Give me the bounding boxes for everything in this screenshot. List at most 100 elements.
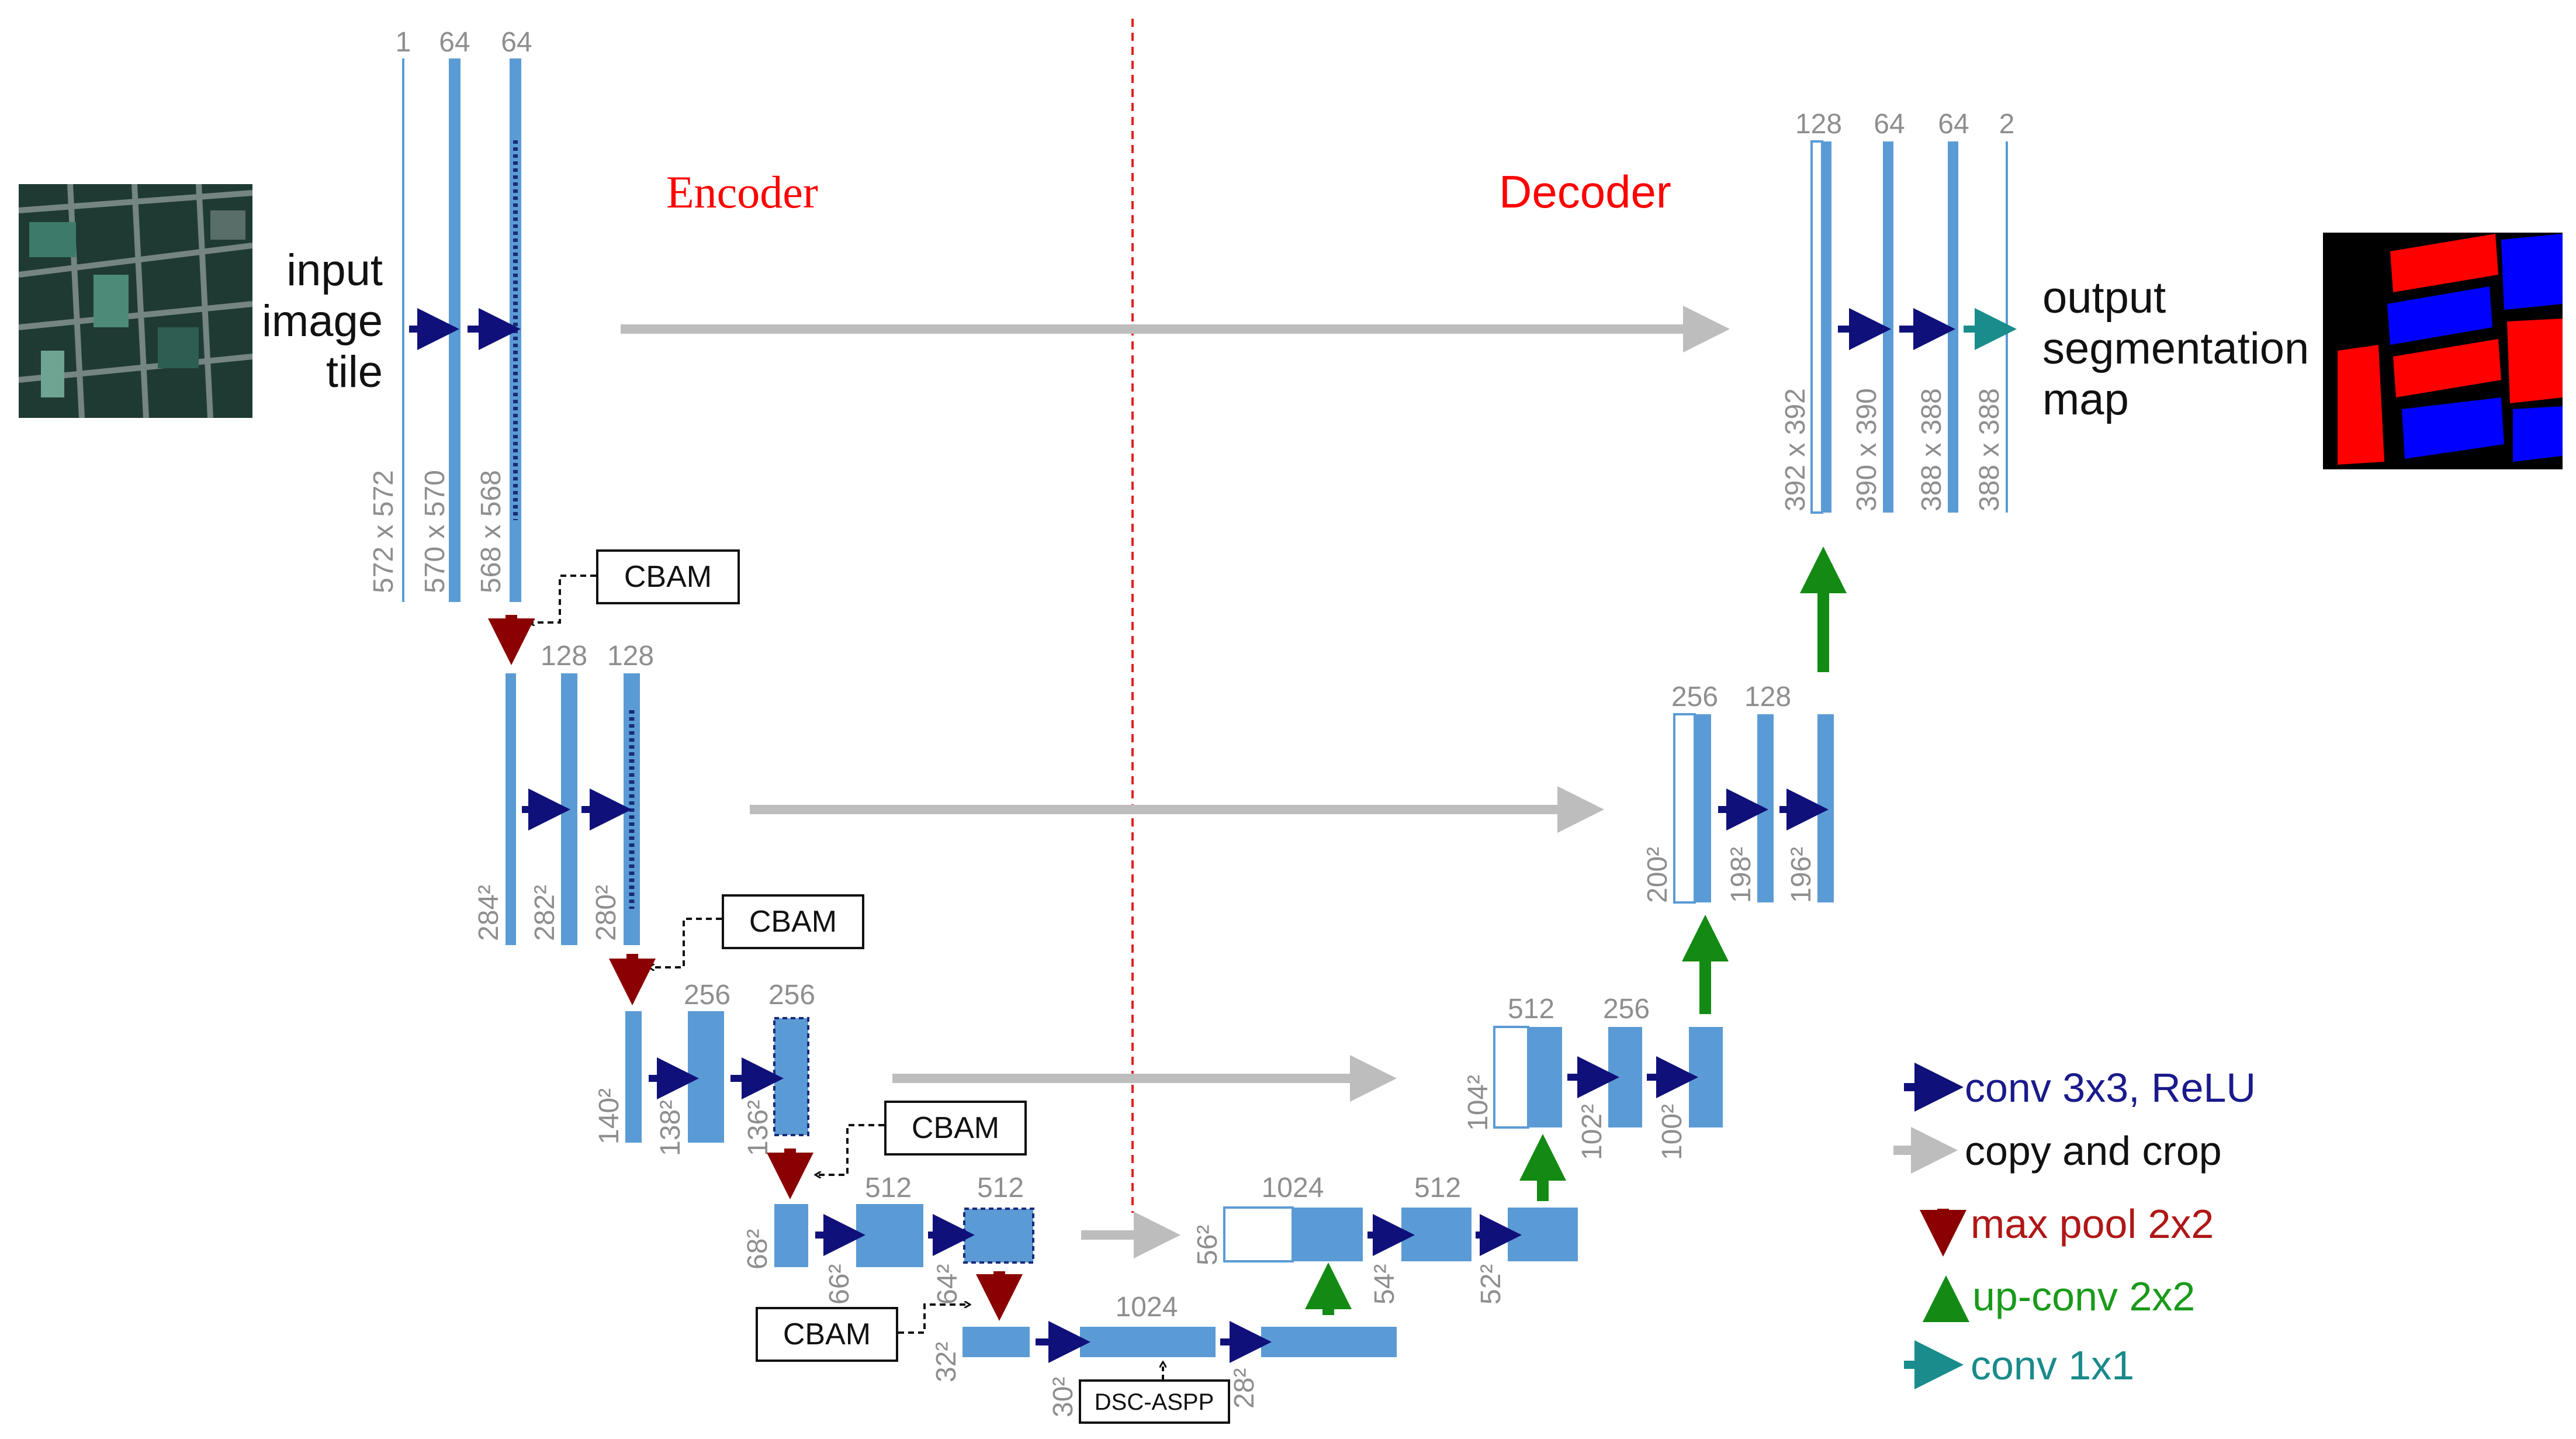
input-label-line-2: image: [262, 296, 383, 346]
dsc-aspp-box: [1079, 1379, 1230, 1424]
channel-label: 64: [1874, 109, 1905, 140]
cbam-box: [722, 894, 864, 949]
channel-label: 512: [865, 1172, 912, 1203]
size-label: 100²: [1657, 1104, 1688, 1160]
feature-map: [1883, 141, 1893, 513]
cbam-dashed-arrow: [529, 575, 596, 622]
cropped-feature-map: [1673, 713, 1696, 904]
decoder-level-2: 256 128 200² 198² 196²: [1642, 682, 1834, 904]
feature-map: [1401, 1208, 1471, 1261]
channel-label: 2: [1999, 109, 2015, 140]
channel-label: 64: [439, 27, 470, 58]
cbam-module-4: CBAM: [756, 1305, 970, 1362]
feature-map: [625, 1011, 642, 1143]
cbam-label: CBAM: [749, 905, 837, 939]
legend-label: copy and crop: [1965, 1128, 2222, 1174]
channel-label: 256: [1603, 994, 1650, 1025]
size-label: 196²: [1786, 847, 1817, 903]
size-label: 138²: [655, 1100, 686, 1156]
channel-label: 1024: [1262, 1172, 1324, 1203]
input-label-line-3: tile: [326, 347, 383, 397]
size-label: 32²: [931, 1342, 962, 1382]
legend-item: conv 1x1: [1904, 1340, 2134, 1389]
feature-map: [505, 673, 516, 945]
legend-item: conv 3x3, ReLU: [1904, 1063, 2256, 1112]
cbam-box: [884, 1101, 1027, 1156]
size-label: 388 x 388: [1916, 388, 1947, 511]
output-label-line-2: segmentation: [2042, 324, 2309, 373]
legend-item: max pool 2x2: [1920, 1201, 2214, 1257]
bottleneck-level: 1024 32² 30² 28²: [931, 1292, 1397, 1417]
cbam-label: CBAM: [912, 1111, 999, 1145]
channel-label: 1024: [1116, 1292, 1178, 1323]
size-label: 102²: [1577, 1104, 1608, 1160]
cbam-box: [756, 1307, 898, 1362]
legend-label: conv 3x3, ReLU: [1965, 1065, 2256, 1111]
channel-label: 1: [396, 27, 411, 58]
output-segmentation-map-picture: [2323, 233, 2563, 469]
feature-map: [561, 673, 577, 945]
size-label: 388 x 388: [1974, 388, 2005, 511]
feature-map: [1822, 141, 1831, 513]
legend-label: max pool 2x2: [1971, 1201, 2214, 1247]
size-label: 280²: [591, 885, 622, 941]
feature-map: [774, 1204, 808, 1267]
decoder-level-3: 512 256 104² 102² 100²: [1463, 994, 1723, 1160]
cbam-dashed-arrow: [815, 1124, 884, 1175]
size-label: 140²: [594, 1088, 625, 1144]
feature-map: [1528, 1027, 1562, 1127]
feature-map: [1080, 1327, 1216, 1357]
feature-map: [688, 1011, 724, 1143]
encoder-level-2: 128 128 284² 282² 280²: [473, 641, 654, 945]
decoder-heading: Decoder: [1499, 166, 1671, 217]
feature-map: [1817, 714, 1834, 902]
feature-map: [449, 58, 461, 602]
size-label: 28²: [1229, 1368, 1260, 1409]
cropped-feature-map: [1223, 1206, 1294, 1262]
feature-map: [1608, 1027, 1642, 1127]
legend-item: copy and crop: [1893, 1127, 2222, 1174]
size-label: 392 x 392: [1780, 388, 1811, 511]
output-label-line-3: map: [2042, 375, 2129, 424]
encoder-level-3: 256 256 140² 138² 136²: [594, 980, 815, 1156]
feature-map: [1695, 714, 1711, 902]
cropped-feature-map: [1493, 1026, 1529, 1129]
input-label-line-1: input: [286, 245, 383, 295]
channel-label: 256: [684, 980, 730, 1011]
channel-label: 256: [768, 980, 815, 1011]
size-label: 282²: [529, 885, 560, 941]
legend-label: up-conv 2x2: [1972, 1274, 2195, 1319]
cbam-box: [596, 549, 740, 604]
size-label: 568 x 568: [476, 470, 507, 593]
channel-label: 512: [1414, 1172, 1461, 1203]
legend: conv 3x3, ReLU copy and crop max pool 2x…: [1893, 1063, 2256, 1389]
dsc-aspp-module: DSC-ASPP: [1079, 1362, 1230, 1424]
feature-map: [1293, 1208, 1363, 1261]
channel-label: 128: [1795, 109, 1842, 140]
size-label: 54²: [1369, 1264, 1400, 1305]
cbam-label: CBAM: [783, 1317, 871, 1351]
legend-label: conv 1x1: [1971, 1343, 2134, 1388]
channel-label: 128: [541, 641, 587, 672]
legend-item: up-conv 2x2: [1923, 1274, 2195, 1322]
dsc-aspp-label: DSC-ASPP: [1095, 1389, 1214, 1415]
encoder-level-4: 512 512 68² 66² 64²: [742, 1172, 1034, 1305]
channel-label: 256: [1671, 682, 1718, 712]
channel-label: 64: [1938, 109, 1969, 140]
size-label: 104²: [1463, 1075, 1494, 1131]
cbam-dashed-arrow: [649, 918, 722, 967]
channel-label: 128: [1744, 682, 1791, 712]
size-label: 390 x 390: [1851, 388, 1882, 511]
output-label-line-1: output: [2042, 273, 2166, 323]
feature-map: [963, 1208, 1034, 1264]
channel-label: 64: [501, 27, 532, 58]
decoder-level-4: 1024 512 56² 54² 52²: [1192, 1172, 1578, 1305]
size-label: 68²: [742, 1229, 773, 1269]
feature-map: [1948, 141, 1958, 513]
cbam-module-1: CBAM: [529, 549, 740, 622]
size-label: 64²: [932, 1264, 963, 1305]
feature-map: [2006, 141, 2008, 513]
feature-map: [402, 58, 404, 602]
size-label: 200²: [1642, 847, 1673, 903]
feature-map: [773, 1017, 809, 1136]
